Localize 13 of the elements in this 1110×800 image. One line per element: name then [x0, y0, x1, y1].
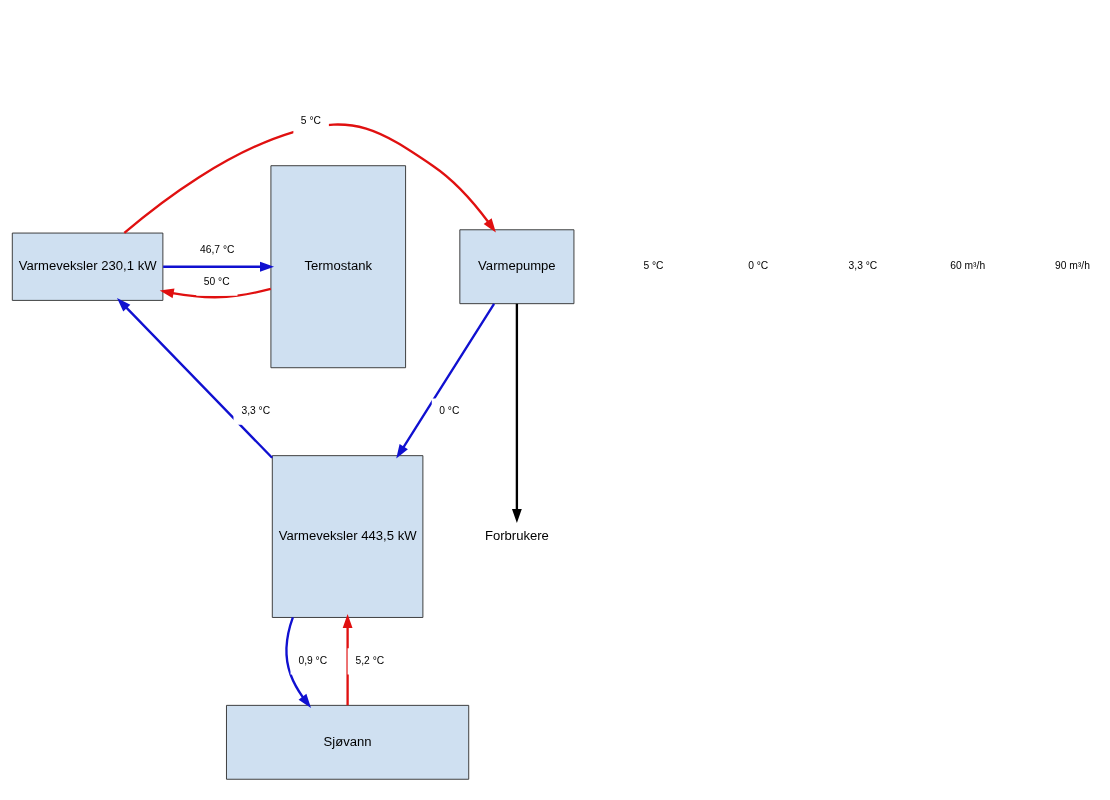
node-text: Forbrukere [484, 528, 549, 544]
edge-label: 5 °C [300, 115, 321, 127]
edge-label: 50 °C [203, 276, 230, 288]
label: 0 °C [748, 260, 769, 272]
edge-label: 3,3 °C [241, 405, 271, 417]
label: 60 m³/h [950, 260, 986, 272]
edge-label: 0,9 °C [298, 655, 328, 667]
label: 5 °C [643, 260, 664, 272]
label: 3,3 °C [848, 260, 878, 272]
edge-label: 0 °C [439, 405, 460, 417]
label: 90 m³/h [1055, 260, 1090, 272]
edge-label: 5,2 °C [355, 655, 385, 667]
edge-label: 46,7 °C [200, 244, 235, 256]
